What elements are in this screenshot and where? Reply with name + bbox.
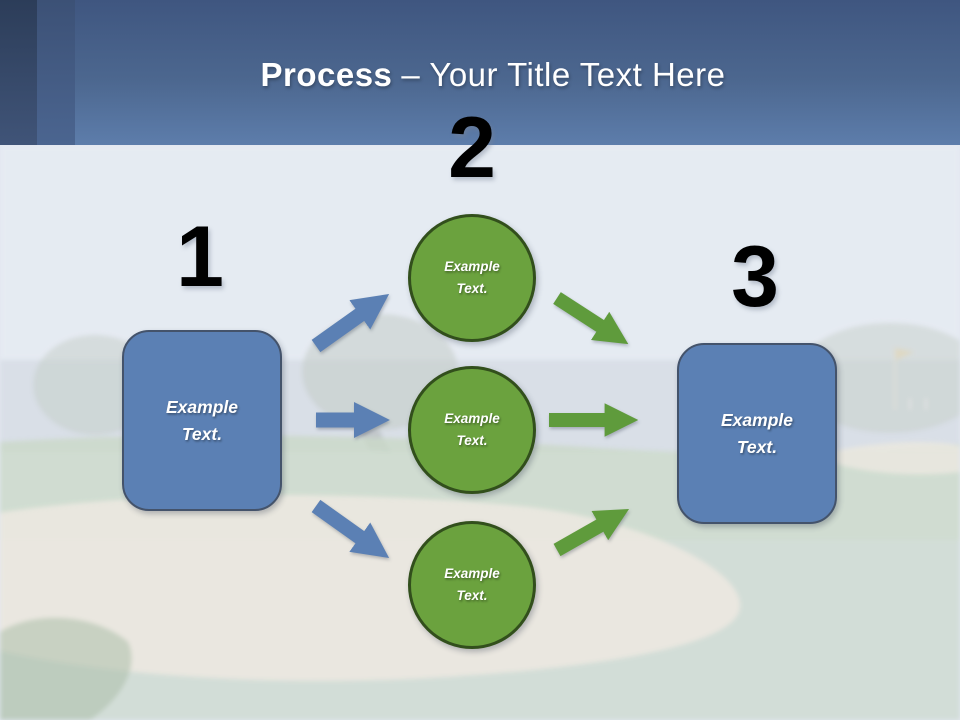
step-number-2: 2 [448,100,496,196]
end-box-label: Example Text. [721,409,793,457]
title-rest: – Your Title Text Here [401,56,726,93]
header-stripe-dark [0,0,37,145]
arrow-start-to-bottom-circle [311,499,390,559]
mound-left [0,617,132,720]
end-box: Example Text. [677,343,837,524]
slide-title: Process– Your Title Text Here [0,55,960,95]
start-box-label: Example Text. [166,396,238,444]
step-number-3: 3 [731,229,779,325]
process-circle-3: Example Text. [408,521,536,649]
title-emphasis: Process [260,56,393,93]
bunker-main [0,495,741,681]
circle-2-label: Example Text. [444,411,500,448]
process-circle-2: Example Text. [408,366,536,494]
process-circle-1: Example Text. [408,214,536,342]
step-number-1: 1 [176,209,224,305]
arrow-bottom-circle-to-end [553,509,630,557]
start-box: Example Text. [122,330,282,511]
arrow-top-circle-to-end [553,292,629,345]
arrow-start-to-top-circle [311,293,390,353]
header-band [0,0,960,145]
flag-icon [893,348,927,410]
header-stripe-medium [37,0,75,145]
circle-3-label: Example Text. [444,566,500,603]
circle-1-label: Example Text. [444,259,500,296]
bunker-right [830,442,960,475]
